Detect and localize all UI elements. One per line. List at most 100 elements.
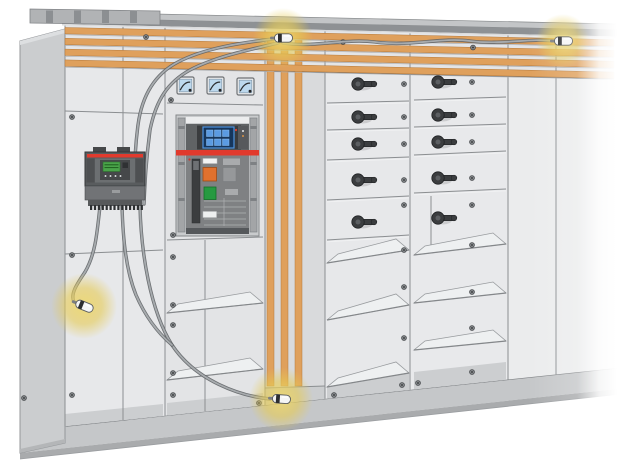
terminal-pin	[90, 205, 93, 210]
sensor-glint	[281, 396, 289, 399]
face-element	[223, 158, 240, 165]
breaker-bottom-band	[186, 228, 249, 234]
breaker-right-rail	[249, 117, 258, 233]
shelf-front-edge	[413, 243, 507, 256]
screw	[170, 254, 176, 260]
display-tile	[222, 129, 230, 137]
section-base-strip	[167, 393, 263, 416]
roof-frame-notch	[46, 10, 53, 23]
drawer-handle	[351, 173, 378, 187]
screw	[469, 202, 475, 208]
controller-button	[108, 174, 113, 178]
controller-mount-tab	[117, 147, 130, 153]
shelf-front-edge	[166, 368, 264, 381]
terminal-pin	[121, 205, 124, 210]
screw	[415, 380, 421, 386]
meter-needle	[179, 81, 191, 91]
sensor-band	[275, 394, 281, 404]
display-tile	[206, 138, 214, 146]
panel-seam	[64, 110, 164, 115]
drawer-handle	[351, 110, 378, 124]
shelf-front-edge	[413, 292, 507, 304]
controller-lcd-display	[102, 161, 121, 172]
sensor-body	[274, 33, 293, 43]
screw	[21, 395, 27, 401]
terminal-pin	[140, 205, 143, 210]
meter-needle	[209, 81, 221, 91]
display-tile	[206, 129, 214, 137]
screw	[469, 112, 475, 118]
terminal-pin	[113, 205, 116, 210]
controller-label	[112, 190, 120, 193]
drawer-seam	[326, 127, 410, 131]
meter-pivot	[188, 88, 192, 92]
display-tile	[214, 129, 222, 137]
drawer-column-left	[326, 77, 410, 243]
screw	[469, 242, 475, 248]
roof-frame-notch	[102, 10, 109, 23]
sensor-glint	[85, 303, 92, 308]
drawer-seam-highlight	[413, 190, 507, 196]
screw	[469, 289, 475, 295]
screw	[469, 369, 475, 375]
terminal-pin	[101, 205, 104, 210]
screw	[399, 382, 405, 388]
analog-meter	[236, 77, 255, 96]
screw	[469, 139, 475, 145]
section-base-strip	[65, 404, 163, 427]
controller-mount-tab	[93, 147, 106, 153]
meter-pivot	[218, 88, 222, 92]
drawer-seam-highlight	[326, 129, 410, 133]
breaker-top-band	[186, 117, 249, 123]
screw	[401, 202, 407, 208]
display-tile	[214, 138, 222, 146]
drawer-handle	[351, 77, 378, 91]
meter-needle	[239, 82, 251, 92]
screw	[331, 392, 337, 398]
section-1-panel	[65, 66, 165, 427]
plinth-top-edge	[19, 367, 617, 432]
terminal-pin	[109, 205, 112, 210]
controller-red-stripe	[87, 154, 143, 158]
face-element	[225, 189, 238, 195]
rail-notch	[250, 162, 257, 165]
racking-handle	[193, 161, 199, 170]
drawer-seam	[413, 188, 507, 194]
drawer-seam-highlight	[413, 98, 507, 103]
screw	[168, 97, 174, 103]
drawer-seam-highlight	[413, 125, 507, 130]
vertical-busbar	[266, 39, 275, 387]
controller-button	[113, 174, 118, 178]
sensor-glint	[283, 35, 290, 37]
controller-terminal-base	[88, 200, 142, 206]
side-panel-foot	[20, 439, 65, 453]
rail-notch	[178, 198, 185, 201]
breaker-open-button	[202, 167, 217, 182]
drawer-seam	[326, 234, 410, 241]
breaker-red-stripe	[176, 150, 259, 156]
controller-button	[118, 174, 123, 178]
panel-seam	[166, 236, 264, 241]
fade-overlay	[528, 0, 617, 464]
side-panel-bevel	[20, 29, 65, 45]
drawer-seam-highlight	[326, 197, 410, 203]
module-led	[242, 135, 244, 137]
air-circuit-breaker	[175, 114, 260, 237]
shelf-front-edge	[326, 304, 410, 321]
drawer-seam-highlight	[326, 158, 410, 163]
plinth-base	[20, 389, 617, 459]
breaker-label-plate	[202, 158, 218, 164]
section-base-strip	[414, 362, 506, 390]
drawer-handle	[431, 135, 458, 149]
sensor-body	[272, 394, 291, 405]
screw	[401, 284, 407, 290]
drawer-handle	[351, 215, 378, 229]
drawer-seam	[326, 156, 410, 161]
controller-vent	[135, 158, 144, 183]
screw	[401, 177, 407, 183]
vertical-busbar	[280, 39, 289, 387]
screw	[401, 247, 407, 253]
controller-key	[122, 162, 128, 168]
screw	[69, 252, 75, 258]
